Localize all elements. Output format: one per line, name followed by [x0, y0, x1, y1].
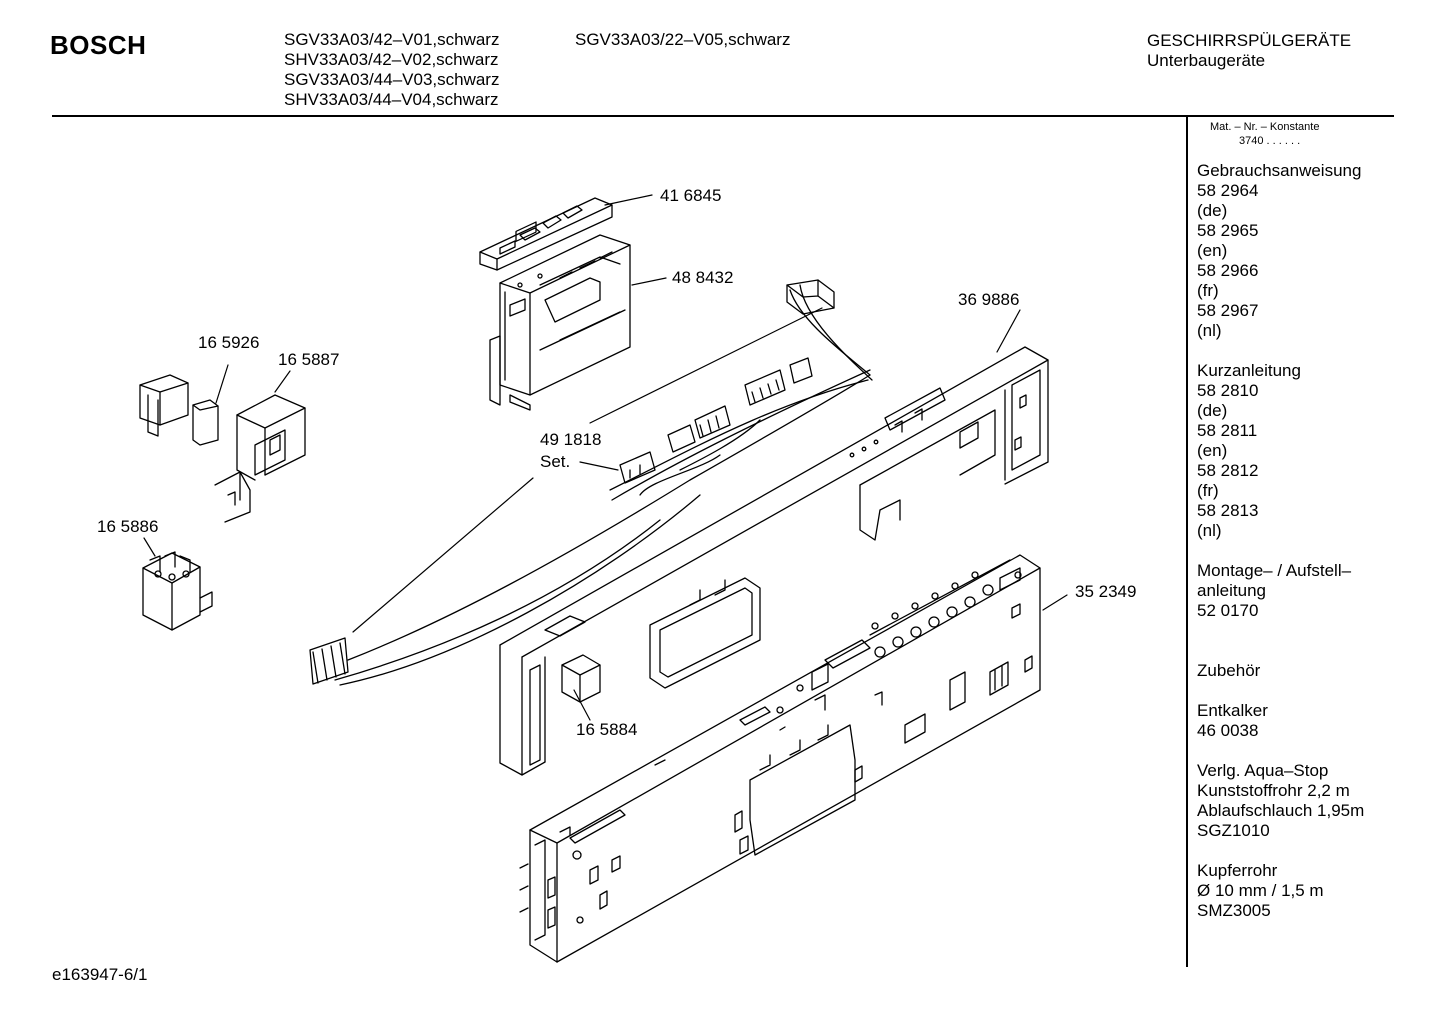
part-number: SMZ3005 [1197, 901, 1271, 920]
part-label-165887: 16 5887 [278, 350, 340, 369]
section-copper-pipe: Kupferrohr Ø 10 mm / 1,5 m SMZ3005 [1197, 861, 1364, 921]
header-divider [52, 115, 1394, 117]
section-accessories: Zubehör [1197, 661, 1364, 681]
part-491818-cable-harness [309, 279, 873, 686]
language-code: (de) [1197, 401, 1228, 420]
part-number: 58 2813 [1197, 501, 1259, 520]
part-number: 58 2964 [1197, 181, 1259, 200]
part-165886-terminal [142, 551, 213, 631]
language-code: (nl) [1197, 321, 1222, 340]
part-label-352349: 35 2349 [1075, 582, 1137, 601]
part-165887-holder [214, 394, 306, 523]
part-label-165926: 16 5926 [198, 333, 260, 352]
mat-nr-block: Mat. – Nr. – Konstante 3740 . . . . . . [1210, 120, 1319, 148]
part-number: 58 2812 [1197, 461, 1259, 480]
section-descaler: Entkalker 46 0038 [1197, 701, 1364, 741]
part-number: SGZ1010 [1197, 821, 1270, 840]
sidebar-divider [1186, 116, 1188, 967]
category-title: GESCHIRRSPÜLGERÄTE [1147, 31, 1352, 50]
language-code: (fr) [1197, 281, 1219, 300]
part-number: 46 0038 [1197, 721, 1259, 740]
part-number: 58 2811 [1197, 421, 1258, 440]
part-number: 58 2810 [1197, 381, 1259, 400]
model-entry: SHV33A03/42–V02,schwarz [284, 50, 499, 69]
part-165926-cover [139, 374, 219, 446]
model-list-primary: SGV33A03/42–V01,schwarz SHV33A03/42–V02,… [284, 30, 499, 110]
part-label-416845: 41 6845 [660, 186, 722, 205]
documentation-list: Gebrauchsanweisung 58 2964 (de) 58 2965 … [1197, 161, 1364, 921]
part-label-369886: 36 9886 [958, 290, 1020, 309]
exploded-parts-drawing [139, 194, 1068, 963]
section-heading: Kurzanleitung [1197, 361, 1301, 380]
model-list-secondary: SGV33A03/22–V05,schwarz [575, 30, 790, 50]
part-label-491818: 49 1818 [540, 430, 602, 449]
section-heading: Gebrauchsanweisung [1197, 161, 1362, 180]
mat-nr-label: Mat. – Nr. – Konstante [1210, 121, 1320, 133]
part-label-491818-set: Set. [540, 452, 571, 471]
spec-line: Ablaufschlauch 1,95m [1197, 801, 1365, 820]
section-quick-guide: Kurzanleitung 58 2810 (de) 58 2811 (en) … [1197, 361, 1364, 541]
spec-line: Kunststoffrohr 2,2 m [1197, 781, 1350, 800]
model-entry: SHV33A03/44–V04,schwarz [284, 90, 499, 109]
part-number: 58 2965 [1197, 221, 1259, 240]
drawing-id: e163947-6/1 [52, 965, 148, 984]
section-aqua-stop: Verlg. Aqua–Stop Kunststoffrohr 2,2 m Ab… [1197, 761, 1364, 841]
leader-lines [143, 194, 1068, 721]
model-entry: SGV33A03/42–V01,schwarz [284, 30, 500, 49]
section-heading-cont: anleitung [1197, 581, 1267, 600]
language-code: (fr) [1197, 481, 1219, 500]
brand-logo: BOSCH [50, 30, 147, 60]
part-number: 58 2967 [1197, 301, 1259, 320]
part-369886-inner-panel [499, 346, 1049, 776]
language-code: (en) [1197, 241, 1228, 260]
language-code: (de) [1197, 201, 1228, 220]
part-number: 52 0170 [1197, 601, 1259, 620]
handle-recess [649, 577, 761, 689]
category-block: GESCHIRRSPÜLGERÄTE Unterbaugeräte [1147, 31, 1351, 71]
part-label-165886: 16 5886 [97, 517, 159, 536]
category-subtitle: Unterbaugeräte [1147, 51, 1266, 70]
part-488432-electronic-module [489, 234, 631, 411]
language-code: (nl) [1197, 521, 1222, 540]
part-label-165884: 16 5884 [576, 720, 638, 739]
section-heading: Montage– / Aufstell– [1197, 561, 1352, 580]
mat-nr-value: 3740 . . . . . . [1239, 135, 1301, 147]
section-operating-manual: Gebrauchsanweisung 58 2964 (de) 58 2965 … [1197, 161, 1364, 341]
section-heading: Verlg. Aqua–Stop [1197, 761, 1329, 780]
section-heading: Kupferrohr [1197, 861, 1278, 880]
model-entry: SGV33A03/44–V03,schwarz [284, 70, 500, 89]
part-352349-outer-panel [519, 554, 1041, 963]
part-label-488432: 48 8432 [672, 268, 734, 287]
part-416845-button-strip [479, 197, 613, 271]
spec-line: Ø 10 mm / 1,5 m [1197, 881, 1324, 900]
model-entry: SGV33A03/22–V05,schwarz [575, 30, 791, 49]
language-code: (en) [1197, 441, 1228, 460]
part-165884-block [561, 654, 601, 703]
section-heading: Zubehör [1197, 661, 1261, 680]
section-heading: Entkalker [1197, 701, 1268, 720]
part-number: 58 2966 [1197, 261, 1259, 280]
section-installation: Montage– / Aufstell– anleitung 52 0170 [1197, 561, 1364, 621]
